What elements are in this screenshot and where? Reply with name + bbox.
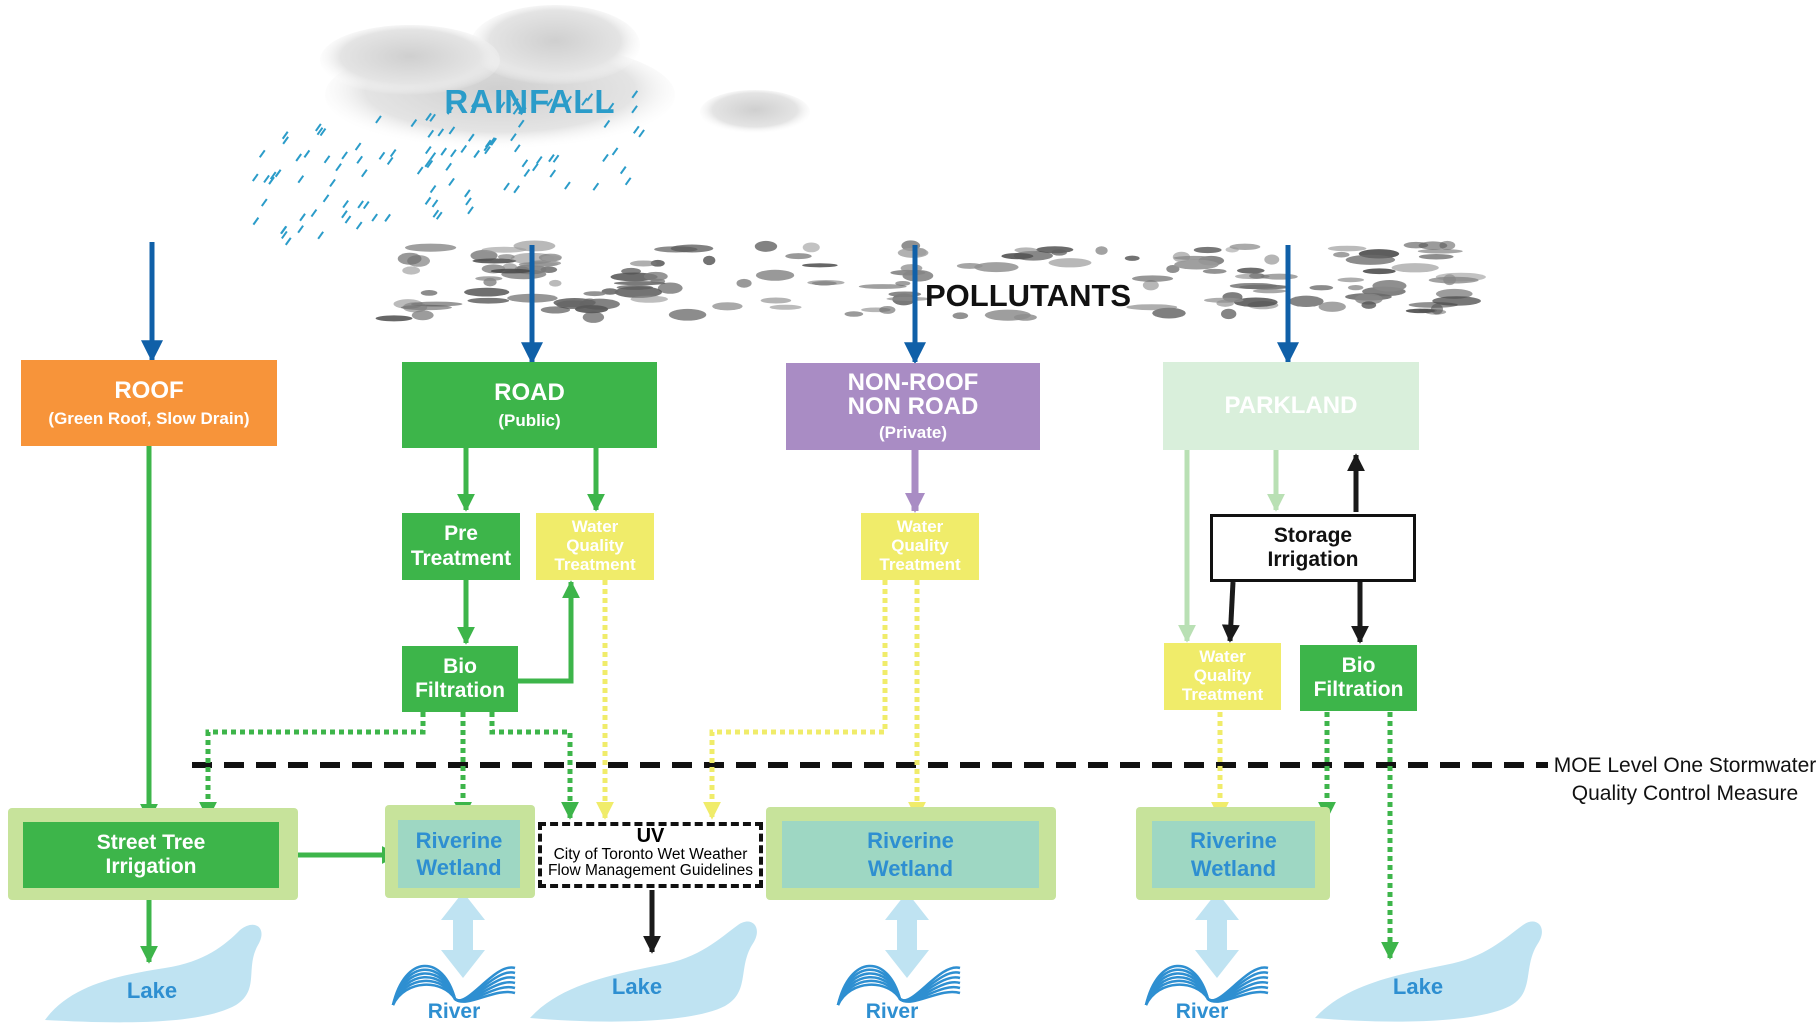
road-subtitle: (Public) [498, 411, 561, 431]
wq-road-line2: Quality [566, 536, 624, 556]
moe-line2: Quality Control Measure [1571, 782, 1799, 806]
water-quality-parkland-box: Water Quality Treatment [1164, 643, 1281, 710]
roof-subtitle: (Green Roof, Slow Drain) [48, 409, 250, 429]
wq-private-line3: Treatment [879, 554, 961, 574]
wq-parkland-line2: Quality [1193, 666, 1252, 686]
rain-drops-icon [251, 90, 645, 246]
river-label-3: River [1175, 1000, 1229, 1023]
rainfall-arrows [141, 242, 1299, 365]
wetland3-line1: Riverine [1190, 828, 1277, 853]
uv-box: UV City of Toronto Wet Weather Flow Mana… [538, 822, 763, 888]
street-tree-line2: Irrigation [105, 855, 197, 878]
road-title: ROAD [494, 379, 565, 407]
wq-road-line3: Treatment [554, 554, 636, 574]
green-dotted-flow-arrows [199, 712, 1399, 960]
roof-title: ROOF [114, 377, 184, 405]
wq-private-line1: Water [896, 517, 944, 537]
water-quality-private-box: Water Quality Treatment [861, 513, 979, 580]
wetland3-line2: Wetland [1190, 855, 1277, 881]
storage-line2: Irrigation [1267, 548, 1359, 571]
bio-parkland-line1: Bio [1341, 653, 1376, 677]
uv-line2: Flow Management Guidelines [547, 862, 754, 880]
non-roof-box: NON-ROOF NON ROAD (Private) [786, 363, 1040, 450]
parkland-box: PARKLAND [1163, 362, 1419, 450]
wq-road-line1: Water [571, 517, 619, 537]
uv-line1: City of Toronto Wet Weather [553, 846, 748, 863]
moe-label: MOE Level One Stormwater Quality Control… [1550, 752, 1820, 809]
lake-label-3: Lake [1392, 974, 1444, 999]
storage-line1: Storage [1273, 523, 1353, 547]
wetland1-line2: Wetland [416, 855, 502, 880]
roof-box: ROOF (Green Roof, Slow Drain) [21, 360, 277, 446]
moe-line1: MOE Level One Stormwater [1553, 754, 1817, 777]
street-tree-box: Street Tree Irrigation [23, 822, 279, 888]
pre-treatment-line1: Pre [444, 522, 478, 546]
non-roof-line2: NON ROAD [847, 392, 979, 420]
wetland-river-exchange [441, 892, 1239, 978]
non-roof-subtitle: (Private) [878, 422, 948, 442]
storage-irrigation-box: Storage Irrigation [1210, 514, 1416, 582]
bio-road-line2: Filtration [415, 679, 505, 702]
uv-title: UV [636, 825, 665, 847]
river-label-2: River [865, 1000, 919, 1023]
light-green-flow-arrows [1178, 446, 1285, 643]
black-flow-arrows [643, 453, 1369, 954]
water-quality-road-box: Water Quality Treatment [536, 513, 654, 580]
riverine-wetland-3: Riverine Wetland [1152, 821, 1315, 888]
non-roof-line1: NON-ROOF [847, 368, 979, 396]
parkland-title: PARKLAND [1224, 392, 1358, 420]
lake-label-2: Lake [611, 974, 663, 999]
rainfall-title: RAINFALL [444, 83, 616, 120]
bio-filtration-parkland-box: Bio Filtration [1300, 645, 1417, 711]
pollutant-particles-icon [375, 240, 1486, 323]
wetland2-line1: Riverine [867, 828, 954, 853]
rain-cloud-icon [320, 5, 810, 150]
yellow-flow-arrows [596, 580, 1229, 820]
lake-shapes [45, 921, 1542, 1023]
pre-treatment-line2: Treatment [410, 546, 512, 570]
wq-parkland-line3: Treatment [1181, 684, 1264, 704]
bio-parkland-line2: Filtration [1313, 678, 1404, 701]
road-box: ROAD (Public) [402, 362, 657, 448]
pre-treatment-box: Pre Treatment [402, 513, 520, 580]
lake-label-1: Lake [126, 978, 178, 1003]
green-flow-arrows [140, 446, 605, 964]
riverine-wetland-2: Riverine Wetland [782, 821, 1039, 888]
wq-parkland-line1: Water [1199, 647, 1246, 667]
bio-road-line1: Bio [443, 654, 477, 678]
bio-filtration-road-box: Bio Filtration [402, 646, 518, 712]
riverine-wetland-1: Riverine Wetland [398, 820, 520, 888]
wq-private-line2: Quality [891, 536, 949, 556]
wetland1-line1: Riverine [415, 827, 503, 853]
wetland2-line2: Wetland [867, 855, 954, 881]
street-tree-line1: Street Tree [96, 830, 206, 854]
pollutants-label: POLLUTANTS [925, 278, 1132, 313]
river-wave-icons [391, 964, 1269, 1006]
river-label-1: River [427, 1000, 481, 1023]
